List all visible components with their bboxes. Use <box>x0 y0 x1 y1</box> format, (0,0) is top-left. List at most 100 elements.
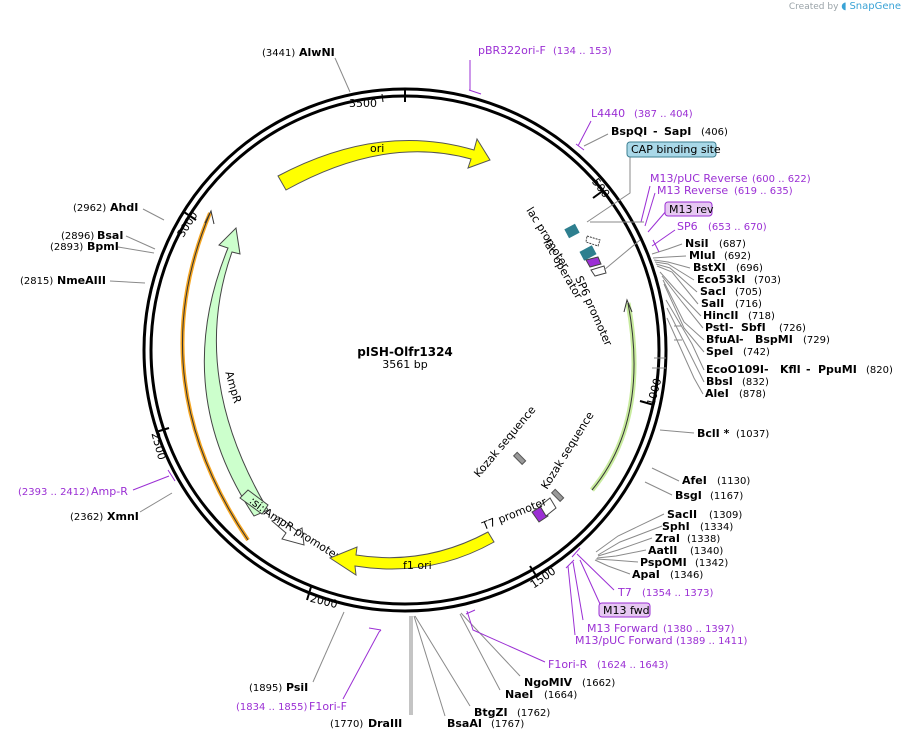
svg-text:M13/pUC Forward: M13/pUC Forward <box>575 634 673 647</box>
enzyme-zrai: ZraI (1338) <box>655 532 720 545</box>
enzyme-bsaai: BsaAI (1767) <box>413 615 524 730</box>
svg-text:(1895): (1895) <box>249 683 282 694</box>
kozak-label-2: Kozak sequence <box>539 409 597 491</box>
svg-text:(1624 .. 1643): (1624 .. 1643) <box>597 660 669 671</box>
tick-label-3000: 3000 <box>175 209 201 240</box>
ampr-feature-arrow <box>203 226 269 517</box>
svg-text:M13 Reverse: M13 Reverse <box>657 184 728 197</box>
svg-text:NaeI: NaeI <box>505 688 533 701</box>
orange-arc-arrowhead-icon <box>204 209 215 225</box>
svg-text:(1664): (1664) <box>544 690 577 701</box>
svg-text:(1309): (1309) <box>709 510 742 521</box>
svg-text:(600 .. 622): (600 .. 622) <box>752 174 811 185</box>
plasmid-name: pISH-Olfr1324 <box>357 345 453 359</box>
f1-ori-feature-arrow <box>328 531 495 576</box>
enzyme-bbsi: BbsI (832) <box>706 375 769 388</box>
svg-text:SpeI: SpeI <box>706 345 733 358</box>
svg-text:BfuAI: BfuAI <box>706 333 740 346</box>
enzyme-alwni: (3441) AlwNI <box>262 46 351 93</box>
svg-text:(726): (726) <box>779 323 806 334</box>
svg-text:(718): (718) <box>748 311 775 322</box>
right-enzyme-leader-lines <box>594 243 705 575</box>
svg-text:SalI: SalI <box>701 297 724 310</box>
svg-text:M13 Forward: M13 Forward <box>587 622 658 635</box>
svg-text:-: - <box>739 333 744 346</box>
primer-m13-puc-reverse: M13/pUC Reverse (600 .. 622) <box>640 172 811 223</box>
svg-text:DraIII: DraIII <box>368 717 402 730</box>
svg-text:BsaAI: BsaAI <box>447 717 482 730</box>
enzyme-aatii: AatII (1340) <box>648 544 723 557</box>
enzyme-psii: (1895) PsiI <box>249 611 345 694</box>
ampr-promoter-label: AmpR promoter <box>261 506 342 564</box>
credit-brand: SnapGene <box>849 1 901 12</box>
svg-text:(1762): (1762) <box>517 708 550 719</box>
svg-text:(1389 .. 1411): (1389 .. 1411) <box>676 636 748 647</box>
enzyme-sphi: SphI (1334) <box>662 520 733 533</box>
svg-text:SacI: SacI <box>700 285 726 298</box>
svg-text:PsiI: PsiI <box>286 681 308 694</box>
svg-text:SphI: SphI <box>662 520 690 533</box>
svg-text:BpmI: BpmI <box>87 240 119 253</box>
svg-text:(406): (406) <box>701 127 728 138</box>
svg-text:KflI: KflI <box>780 363 801 376</box>
svg-text:T7: T7 <box>617 586 632 599</box>
svg-text:AatII: AatII <box>648 544 677 557</box>
enzyme-hincii: HincII (718) <box>703 309 775 322</box>
svg-text:MluI: MluI <box>689 249 716 262</box>
enzyme-bstxi: BstXI (696) <box>693 261 763 274</box>
svg-text:(1342): (1342) <box>695 558 728 569</box>
primer-pbr322ori-f: pBR322ori-F (134 .. 153) <box>468 44 612 95</box>
sp6-promoter-arrow <box>590 265 607 277</box>
svg-text:(1662): (1662) <box>582 678 615 689</box>
sp6-primer-arrow <box>585 256 602 268</box>
primer-sp6: SP6 (653 .. 670) <box>651 220 767 253</box>
svg-text:(716): (716) <box>735 299 762 310</box>
m13-fwd-box: M13 fwd <box>579 559 651 618</box>
svg-text:(1037): (1037) <box>736 429 769 440</box>
svg-text:(832): (832) <box>742 377 769 388</box>
tick-label-3500: 3500 <box>349 97 377 110</box>
svg-text:(2815): (2815) <box>20 276 53 287</box>
svg-text:(653 .. 670): (653 .. 670) <box>708 222 767 233</box>
svg-text:(820): (820) <box>866 365 893 376</box>
ori-feature-arrow <box>277 137 491 191</box>
svg-text:(1380 .. 1397): (1380 .. 1397) <box>663 624 735 635</box>
svg-text:BtgZI: BtgZI <box>474 706 508 719</box>
primer-m13-puc-forward: M13/pUC Forward (1389 .. 1411) <box>565 559 748 647</box>
primer-t7: T7 (1354 .. 1373) <box>571 547 714 599</box>
svg-text:AleI: AleI <box>705 387 729 400</box>
svg-text:(2893): (2893) <box>50 242 83 253</box>
svg-text:(3441): (3441) <box>262 48 295 59</box>
svg-text:(619 .. 635): (619 .. 635) <box>734 186 793 197</box>
svg-text:PspOMI: PspOMI <box>640 556 687 569</box>
enzyme-sacii: SacII (1309) <box>667 508 742 521</box>
enzyme-bfuai-bspmi: BfuAI - BspMI (729) <box>706 333 830 346</box>
svg-text:ZraI: ZraI <box>655 532 680 545</box>
svg-text:SacII: SacII <box>667 508 697 521</box>
enzyme-apai: ApaI (1346) <box>632 568 703 581</box>
svg-text:(1354 .. 1373): (1354 .. 1373) <box>642 588 714 599</box>
sp6-promoter-label: SP6 promoter <box>572 274 615 348</box>
svg-text:Eco53kI: Eco53kI <box>697 273 745 286</box>
svg-text:ApaI: ApaI <box>632 568 660 581</box>
svg-text:BspQI: BspQI <box>611 125 647 138</box>
ampr-small-feature <box>239 489 269 515</box>
svg-text:Amp-R: Amp-R <box>91 485 128 498</box>
svg-text:NgoMIV: NgoMIV <box>524 676 573 689</box>
svg-text:-: - <box>806 363 811 376</box>
svg-text:BbsI: BbsI <box>706 375 733 388</box>
enzyme-ecoo109i-kfli-ppumi: EcoO109I - KflI - PpuMI (820) <box>706 363 893 376</box>
m13-rev-box: M13 rev <box>647 201 714 233</box>
svg-text:(2962): (2962) <box>73 203 106 214</box>
svg-text:(705): (705) <box>735 287 762 298</box>
svg-text:(1338): (1338) <box>687 534 720 545</box>
svg-text:-: - <box>653 125 658 138</box>
svg-text:AlwNI: AlwNI <box>299 46 335 59</box>
enzyme-spei: SpeI (742) <box>706 345 770 358</box>
svg-text:(2362): (2362) <box>70 512 103 523</box>
enzyme-pspomi: PspOMI (1342) <box>640 556 728 569</box>
svg-text:(1167): (1167) <box>710 491 743 502</box>
svg-text:M13 rev: M13 rev <box>669 203 714 216</box>
svg-text:NmeAIII: NmeAIII <box>57 274 106 287</box>
svg-text:SP6: SP6 <box>677 220 698 233</box>
